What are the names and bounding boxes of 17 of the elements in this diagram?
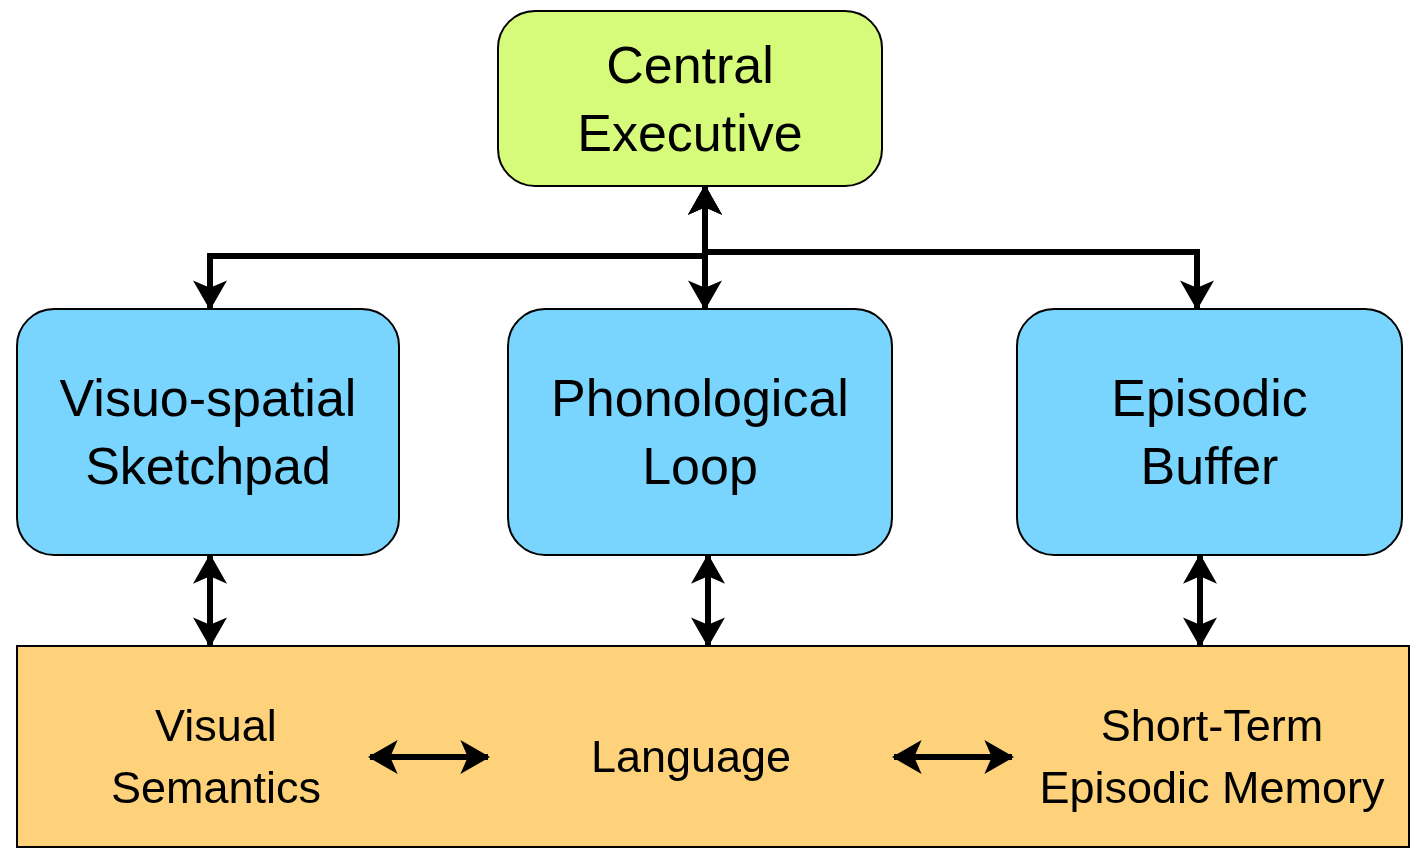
store-label: Short-Term Episodic Memory [1012, 692, 1410, 822]
double-arrow [367, 740, 491, 774]
component-box [507, 308, 893, 556]
component-box [16, 308, 400, 556]
double-arrow [891, 740, 1015, 774]
box-label: Visuo-spatial Sketchpad [58, 368, 358, 497]
double-arrow [691, 553, 725, 648]
box-label: Central Executive [576, 34, 804, 164]
double-arrow [1183, 553, 1217, 648]
long-term-memory-band [16, 645, 1410, 848]
box-label: Episodic Buffer [1110, 368, 1309, 497]
double-arrow [193, 553, 227, 648]
box-label: Phonological Loop [550, 368, 850, 497]
central-executive-box [497, 10, 883, 187]
component-box [1016, 308, 1403, 556]
store-label: Visual Semantics [62, 692, 370, 822]
store-label: Language [488, 692, 894, 822]
